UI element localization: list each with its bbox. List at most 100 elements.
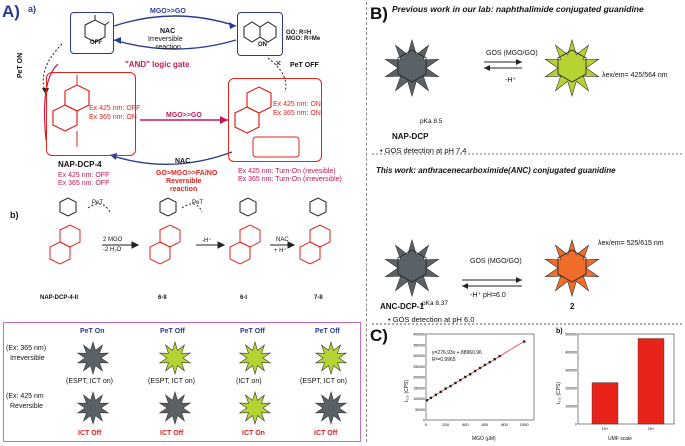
minus-h-2: -H⁺ pH=6.0 <box>470 292 506 299</box>
reaction-label-2: GOS (MGO/GO) <box>470 258 522 265</box>
scatter-point <box>478 366 482 370</box>
middle-arrow-label: MGO>>GO <box>166 112 202 119</box>
lambda-2: λex/em= 525/615 nm <box>598 240 664 247</box>
minus-h-1: -H⁺ <box>505 77 517 84</box>
fluorophore-burst <box>384 238 440 298</box>
product-2: 2 <box>570 302 575 311</box>
scatter-point <box>522 340 526 343</box>
row2-state-2: ICT Off <box>160 430 184 437</box>
scatter-point <box>488 360 492 364</box>
scheme-mgo: 2 MGO <box>103 237 123 243</box>
scatter-y-tick: 200000 <box>413 376 425 380</box>
scatter-xlabel: MGO (μM) <box>472 436 496 442</box>
and-gate-label: "AND" logic gate <box>125 60 190 69</box>
scatter-point <box>444 387 447 390</box>
scheme-plus-h: + H⁺ <box>274 248 287 254</box>
scatter-point <box>449 384 452 388</box>
compound-nap-dcp-4: NAP-DCP-4 <box>58 160 102 169</box>
bar-xlabel: UMF scale <box>608 436 632 442</box>
bar-y-tick: 200000 <box>565 387 577 391</box>
product-box: Ex 425 nm: ON Ex 365 nm: ON <box>228 78 322 162</box>
scheme-pet-2: PeT <box>192 200 204 206</box>
fluorophore-burst <box>544 38 600 98</box>
scatter-x-tick: 1000 <box>520 422 530 427</box>
scatter-point <box>498 354 501 358</box>
panel-b-structures <box>372 38 682 325</box>
scheme-compound-1: NAP-DCP-4-II <box>40 295 79 301</box>
panel-c-sublabel: b) <box>556 328 563 335</box>
reversible-line-1: GO>MGO>>FA/NO <box>156 170 218 177</box>
scatter-x-tick: 400 <box>462 422 469 427</box>
fluorescence-burst-reversible <box>158 390 192 426</box>
nac-bottom-label: NAC <box>175 158 191 165</box>
scatter-ylabel: I₆₁₅ (CPS) <box>404 379 411 403</box>
scatter-point <box>459 378 462 382</box>
scatter-point <box>439 390 442 394</box>
reversible-line-2: Reversible <box>166 178 202 185</box>
fluorescence-burst-irreversible <box>314 340 348 376</box>
fluorescence-burst-irreversible <box>238 340 272 376</box>
bar-category-label: 10+ <box>602 426 609 431</box>
row1-label-2: Irreversible <box>10 355 45 362</box>
col-header-2: PeT Off <box>160 328 185 335</box>
left-ex-2: Ex 365 nm: OFF <box>58 180 110 187</box>
scatter-y-tick: 100000 <box>413 397 425 401</box>
compound-nap-dcp: NAP-DCP <box>392 132 429 141</box>
row1-state-1: (ESPT, ICT on) <box>66 378 113 385</box>
left-box-ex425: Ex 425 nm: OFF <box>89 105 141 112</box>
right-ex-2: Ex 365 nm: Turn-On (irreversible) <box>238 176 342 183</box>
scheme-compound-4: 7-II <box>314 295 323 301</box>
off-state-label: OFF <box>90 40 102 46</box>
scatter-x-tick: 800 <box>501 422 508 427</box>
umf-bar <box>637 338 665 425</box>
panel-b-label: B) <box>370 4 388 23</box>
r2-annotation: R²=0.9965 <box>432 357 456 363</box>
umf-bar <box>591 382 619 425</box>
row2-state-3: ICT On <box>242 430 265 437</box>
row2-label-2: Reversible <box>10 403 44 410</box>
scatter-y-tick: 400000 <box>413 333 425 337</box>
row1-label-1: (Ex: 365 nm) <box>6 345 47 352</box>
fluorescence-burst-reversible <box>238 390 272 426</box>
bar-y-tick: 400000 <box>565 351 577 355</box>
bar-y-tick: 0 <box>575 423 577 427</box>
scheme-b-structures <box>49 197 331 265</box>
scatter-x-tick: 0 <box>425 422 428 427</box>
scheme-minus-h: -H⁺ <box>202 238 212 244</box>
fluorescence-burst-irreversible <box>76 340 110 376</box>
panel-a-sublabel: a) <box>28 4 37 14</box>
right-box-ex365: Ex 365 nm: ON <box>273 110 321 117</box>
scatter-point <box>434 393 438 397</box>
col-header-3: PeT Off <box>240 328 265 335</box>
scheme-compound-2: 6-II <box>158 295 167 301</box>
row2-state-1: ICT Off <box>78 430 102 437</box>
scatter-point <box>493 357 496 361</box>
scatter-plot-frame <box>425 333 535 421</box>
this-work-title: This work: anthracenecarboximide(ANC) co… <box>376 166 616 175</box>
compound-anc-dcp-1: ANC-DCP-1 <box>380 302 424 311</box>
scatter-x-tick: 600 <box>482 422 489 427</box>
pka-2: pKa 8.37 <box>422 300 449 307</box>
col-header-4: PeT Off <box>315 328 340 335</box>
top-arrow-text: MGO>>GO <box>150 8 186 15</box>
scatter-point <box>454 381 457 385</box>
bar-y-tick: 300000 <box>565 369 577 373</box>
bullet-1: • GOS detection at pH 7.4 <box>380 146 467 155</box>
lambda-1: λex/em= 425/564 nm <box>602 72 668 79</box>
row2-label-1: (Ex: 425 nm <box>6 393 44 400</box>
scheme-pet-1: PeT <box>92 200 104 206</box>
naphthalimide-structure-left <box>52 75 90 147</box>
reaction-label-1: GOS (MGO/GO) <box>486 50 538 57</box>
scatter-y-tick: 150000 <box>413 386 425 390</box>
scatter-point <box>483 363 487 367</box>
bar-y-tick: 100000 <box>565 405 577 409</box>
right-ex-1: Ex 425 nm: Turn-On (revesible) <box>238 168 336 175</box>
scatter-point <box>473 369 477 373</box>
col-header-1: PeT On <box>80 328 105 335</box>
nap-dcp4-box: Ex 425 nm: OFF Ex 365 nm: ON <box>46 72 140 156</box>
reversible-line-3: reaction <box>170 186 198 193</box>
bar-ylabel: I₆₁₅ (CPS) <box>556 381 563 405</box>
quinoxaline-structure <box>243 21 277 43</box>
scatter-y-tick: 250000 <box>413 365 425 369</box>
sublabel-b: b) <box>10 210 19 220</box>
